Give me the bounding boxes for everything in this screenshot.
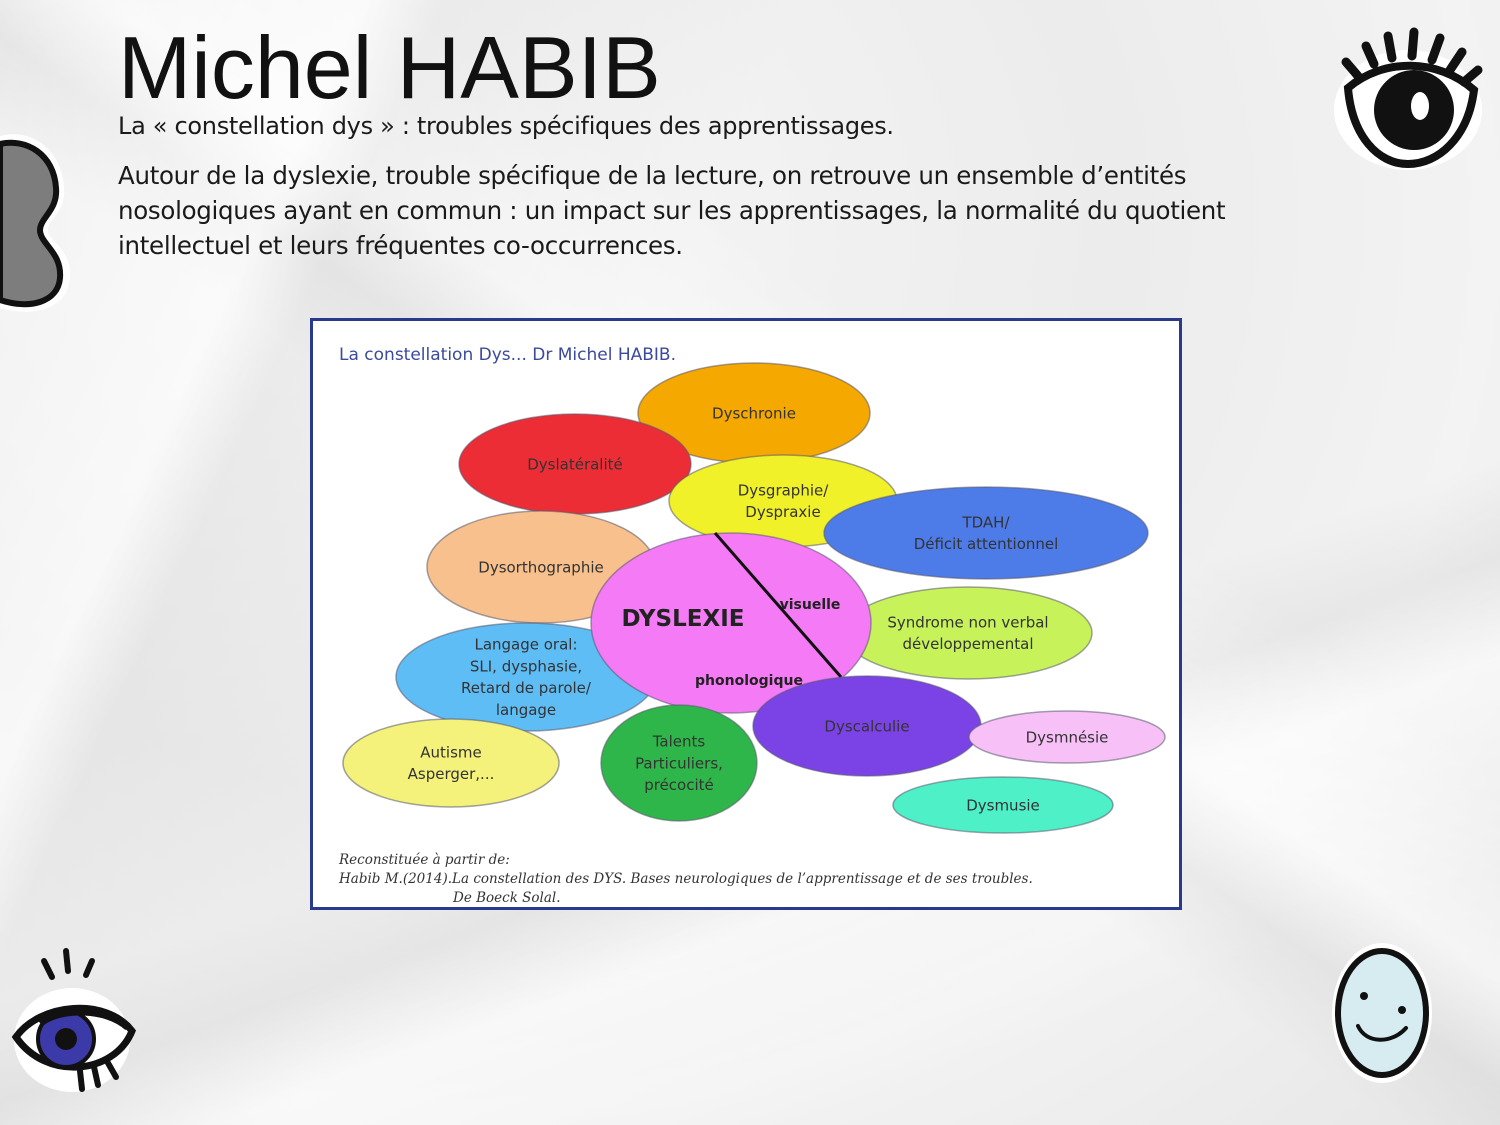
bubble-langage-label: SLI, dysphasie, — [470, 657, 582, 675]
bubble-dysmnesie-label: Dysmnésie — [1026, 728, 1109, 746]
bubble-dyschronie-label: Dyschronie — [712, 404, 796, 422]
bubble-talents-label: précocité — [644, 776, 714, 794]
bubble-tdah-label: Déficit attentionnel — [914, 535, 1059, 553]
constellation-diagram: La constellation Dys... Dr Michel HABIB.… — [310, 318, 1182, 910]
bubble-syndrome: Syndrome non verbal développemental — [843, 586, 1093, 680]
bubble-langage-label: Retard de parole/ — [461, 679, 592, 697]
eye-icon-top-right — [1334, 27, 1483, 170]
dyslexie-divider-line — [713, 532, 843, 678]
bubble-dyscalculie-label: Dyscalculie — [824, 717, 909, 735]
intro-paragraph: Autour de la dyslexie, trouble spécifiqu… — [118, 161, 1226, 260]
bubble-dysmusie: Dysmusie — [892, 776, 1114, 834]
bubble-dysmnesie-shape — [968, 710, 1166, 764]
bubble-syndrome-shape — [843, 586, 1093, 680]
bubble-langage-label: langage — [496, 701, 556, 719]
diagram-source: Reconstituée à partir de: Habib M.(2014)… — [339, 851, 1159, 908]
bubble-talents-shape — [600, 704, 758, 822]
bubble-dysmusie-shape — [892, 776, 1114, 834]
bubble-autisme-label: Autisme — [420, 743, 481, 761]
bubble-dyslateralite-label: Dyslatéralité — [527, 455, 623, 473]
bubble-tdah-label: TDAH/ — [961, 513, 1010, 531]
phonologique-label: phonologique — [695, 673, 803, 689]
bubble-autisme-label: Asperger,... — [408, 765, 495, 783]
bubble-tdah: TDAH/Déficit attentionnel — [823, 486, 1149, 580]
bubble-dyscalculie: Dyscalculie — [752, 675, 982, 777]
bubble-autisme-shape — [342, 718, 560, 808]
bubble-dyslateralite: Dyslatéralité — [458, 413, 692, 515]
bubble-talents-label: Particuliers, — [635, 754, 723, 772]
diagram-title: La constellation Dys... Dr Michel HABIB. — [339, 345, 676, 365]
dyslexie-label: DYSLEXIE — [621, 606, 744, 632]
bubble-dyslexie: DYSLEXIE visuelle phonologique — [590, 532, 872, 714]
bubble-talents-label: Talents — [652, 733, 706, 751]
bubble-dysgraphie-label: Dysgraphie/ — [738, 481, 830, 499]
bubble-langage-label: Langage oral: — [474, 636, 577, 654]
diagram-canvas: DyschronieDyslatéralitéDysgraphie/Dyspra… — [342, 362, 1166, 834]
page-title: Michel HABIB — [118, 18, 661, 117]
bubble-syndrome-label: développemental — [902, 635, 1033, 653]
bubble-dysorthographie-label: Dysorthographie — [478, 558, 603, 576]
bubble-dysmusie-label: Dysmusie — [966, 796, 1040, 814]
bubble-dysmnesie: Dysmnésie — [968, 710, 1166, 764]
source-line-2: Habib M.(2014).La constellation des DYS.… — [339, 871, 1033, 887]
bubble-autisme: AutismeAsperger,... — [342, 718, 560, 808]
bubble-tdah-shape — [823, 486, 1149, 580]
grey-blob-sticker — [0, 134, 71, 312]
bubble-dyslexie-shape — [590, 532, 872, 714]
visuelle-label: visuelle — [780, 597, 841, 613]
source-line-3: De Boeck Solal. — [453, 890, 561, 906]
page-subtitle: La « constellation dys » : troubles spéc… — [118, 112, 894, 140]
bubble-dysgraphie-label: Dyspraxie — [745, 503, 820, 521]
smiley-face-icon — [1332, 943, 1432, 1083]
source-line-1: Reconstituée à partir de: — [339, 852, 510, 868]
eye-icon-bottom-left — [11, 948, 137, 1092]
bubble-syndrome-label: Syndrome non verbal — [887, 613, 1048, 631]
